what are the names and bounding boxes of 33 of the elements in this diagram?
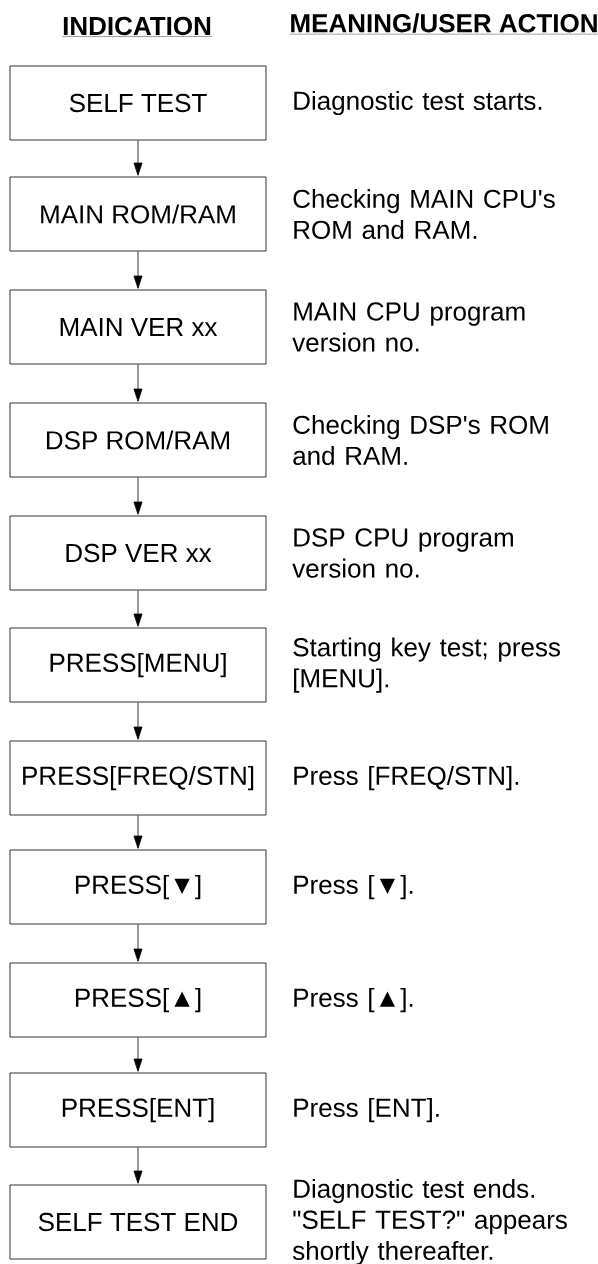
description-text: Starting key test; press [MENU]. [293,637,560,693]
indication-box: PRESS[MENU] [9,627,267,703]
description-text: DSP CPU program version no. [292,528,513,578]
indication-box: PRESS[FREQ/STN] [9,740,267,816]
description-text: Press [ENT]. [294,1097,439,1123]
indication-box: PRESS[▼] [9,849,267,925]
column-heading: INDICATION [61,16,213,37]
indication-box: DSP VER xx [9,515,267,591]
description-text: Diagnostic test starts. [294,90,542,116]
arrow [133,924,143,962]
arrow [133,702,143,740]
indication-box: MAIN ROM/RAM [9,176,267,252]
indication-box: MAIN VER xx [9,289,267,365]
indication-box: PRESS[ENT] [9,1072,267,1148]
description-text: Press [▼]. [294,874,413,900]
description-text: Press [▲]. [294,987,413,1013]
indication-box: PRESS[▲] [9,962,267,1038]
description-text: Checking MAIN CPU's ROM and RAM. [293,188,555,240]
indication-box: DSP ROM/RAM [9,402,267,478]
arrow [133,1147,143,1184]
arrow [133,1037,143,1072]
description-text: MAIN CPU program version no. [292,302,525,352]
description-text: Press [FREQ/STN]. [294,765,519,791]
arrow [133,140,143,176]
description-text: Checking DSP's ROM and RAM. [293,414,548,466]
arrow [133,477,143,515]
column-heading: MEANING/USER ACTION [289,13,598,35]
arrow [133,590,143,627]
arrow [133,364,143,402]
arrow [133,815,143,849]
arrow [133,251,143,289]
indication-box: SELF TEST [9,65,267,141]
indication-box: SELF TEST END [9,1184,267,1260]
